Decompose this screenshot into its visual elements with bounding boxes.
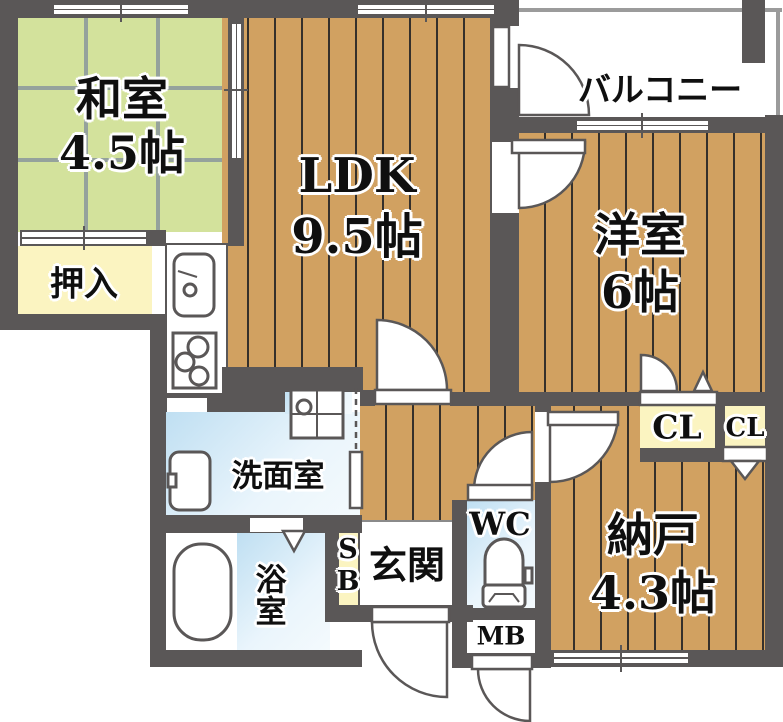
- wall-cl-divider: [715, 406, 725, 448]
- wall-bath-bottom: [150, 650, 362, 667]
- balcony-door-arc: [517, 43, 591, 117]
- senmen-accordion-leaf: [348, 450, 364, 510]
- genkan-label: 玄関: [368, 542, 446, 588]
- mb-door-arc: [476, 667, 532, 722]
- wall-corner-block: [742, 0, 765, 63]
- cl-large-door-leaf: [638, 390, 719, 407]
- ldk-door-leaf: [373, 388, 453, 406]
- wall-oshiire-bottom: [0, 314, 166, 330]
- balcony-door-leaf: [491, 25, 511, 89]
- genkan-floor: [360, 520, 452, 606]
- nando-door-arc: [548, 412, 620, 484]
- yokushitsu-label: 浴室: [249, 563, 286, 627]
- oshiire-box: [18, 246, 152, 314]
- wall-ldk-bottom-b: [222, 390, 285, 412]
- yoshitsu-door-arc: [517, 140, 587, 210]
- cl-large-fold-arc: [639, 353, 679, 393]
- door-arcs: [280, 25, 769, 722]
- balcony-label: バルコニー: [577, 70, 743, 109]
- sb-label: SB: [332, 534, 364, 598]
- washing-machine-pan-icon: [289, 388, 345, 440]
- ldk-floor: [222, 18, 490, 392]
- balcony-rail-right: [776, 8, 780, 117]
- wall-ldk-bottom-a: [222, 367, 363, 392]
- washitsu-size-label: 4.5帖: [58, 126, 186, 180]
- bath-door-triangle: [280, 529, 308, 554]
- window-tick-marks: [83, 0, 643, 672]
- ldk-size-label: 9.5帖: [291, 209, 423, 265]
- wc-door-arc: [472, 430, 534, 492]
- doorway-nando: [535, 412, 551, 482]
- wall-right: [765, 115, 783, 667]
- ldk-door-arc: [375, 318, 449, 392]
- nando-door-leaf: [546, 410, 620, 427]
- mb-label: MB: [476, 621, 526, 651]
- hallway-floor: [360, 390, 452, 520]
- nando-size-label: 4.3帖: [589, 566, 717, 620]
- kitchen-sink-icon: [172, 252, 216, 318]
- ldk-label: LDK: [298, 148, 416, 204]
- cl-small-fold-triangle: [728, 459, 762, 482]
- nando-label: 納戸: [607, 508, 699, 562]
- senmen-label: 洗面室: [231, 458, 325, 495]
- pass-kitchen-senmen: [167, 398, 207, 412]
- wc-label: WC: [469, 505, 531, 543]
- cl-small-door-leaf: [721, 445, 769, 463]
- yoshitsu-size-label: 6帖: [600, 265, 680, 319]
- washitsu-floor: [18, 18, 228, 232]
- cl-small-label: CL: [725, 413, 765, 443]
- toilet-icon: [481, 537, 534, 609]
- bathtub-icon: [172, 542, 233, 642]
- genkan-door-arc: [370, 620, 449, 699]
- wall-washitsu-corner: [146, 230, 166, 246]
- yoshitsu-label: 洋室: [594, 208, 686, 262]
- wall-hall-left: [360, 390, 375, 406]
- cl-large-fold-triangle: [692, 369, 714, 393]
- wall-left: [0, 0, 18, 330]
- wall-cl-large-bottom: [640, 448, 725, 462]
- washbasin-icon: [166, 450, 212, 512]
- mb-door-leaf: [470, 653, 534, 671]
- genkan-door-leaf: [370, 605, 451, 624]
- wall-sb-left: [325, 528, 337, 608]
- fixtures: [166, 252, 534, 642]
- balcony-rail-top: [345, 8, 782, 12]
- cl-large-label: CL: [652, 407, 702, 447]
- washitsu-label: 和室: [76, 72, 168, 126]
- yokushitsu-floor: [237, 533, 330, 650]
- cl-large-box: [640, 406, 717, 448]
- cl-small-box: [725, 406, 765, 447]
- oshiire-label: 押入: [50, 264, 118, 305]
- yoshitsu-door-leaf: [510, 138, 587, 155]
- wall-wc-mb: [467, 608, 535, 620]
- wc-door-leaf: [466, 483, 534, 502]
- pass-senmen-bath: [250, 518, 303, 532]
- wall-wc-left: [452, 500, 467, 668]
- stove-icon: [171, 331, 218, 390]
- mb-box: [467, 620, 535, 653]
